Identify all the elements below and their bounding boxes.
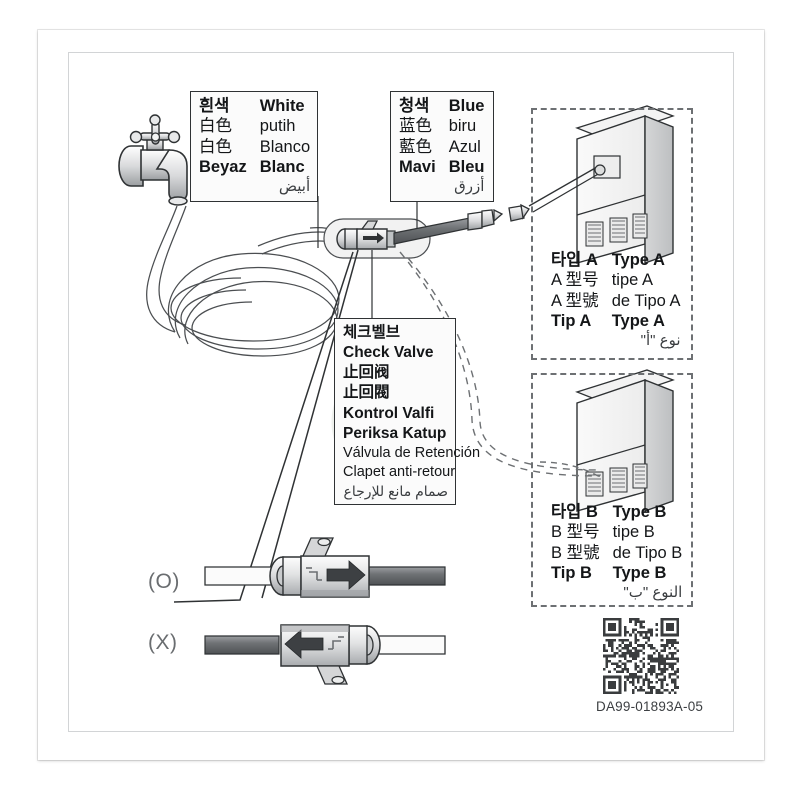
blue-row: 蓝色 biru (399, 117, 484, 137)
type-b-row: 타입 B Type B (551, 503, 682, 523)
white-term-latin: White (259, 97, 305, 115)
white-term-arabic: أبيض (278, 178, 311, 196)
blue-term-native: 蓝色 (399, 117, 432, 136)
type-a-row: A 型号 tipe A (551, 271, 681, 291)
white-row: Beyaz Blanc (199, 158, 310, 178)
white-row-arabic: أبيض (199, 178, 310, 197)
white-row: 白色 putih (199, 117, 310, 137)
type-a-term-arabic: نوع "أ" (640, 332, 681, 350)
type-a-term-latin: tipe A (611, 271, 653, 290)
check-valve-term: Kontrol Valfi (343, 404, 435, 422)
type-b-term-native: 타입 B (551, 503, 598, 521)
orientation-incorrect-label: (X) (148, 631, 178, 654)
white-term-latin: Blanco (259, 137, 311, 156)
type-a-term-native: A 型号 (551, 271, 599, 290)
type-a-term-native: Tip A (551, 311, 592, 330)
check-valve-term: Clapet anti-retour (343, 463, 456, 480)
type-a-term-native: A 型號 (551, 291, 599, 310)
type-b-term-native: Tip B (551, 563, 592, 582)
type-b-row: Tip B Type B (551, 564, 682, 584)
type-b-row-arabic: النوع "ب" (551, 584, 682, 603)
blue-row: 청색 Blue (399, 97, 484, 117)
type-a-term-latin: Type A (611, 311, 665, 330)
type-a-row: A 型號 de Tipo A (551, 292, 681, 312)
type-b-term-latin: de Tipo B (612, 543, 683, 562)
type-a-term-latin: de Tipo A (611, 291, 681, 310)
blue-row-arabic: أزرق (399, 178, 484, 197)
blue-term-latin: biru (448, 117, 477, 136)
group-type-a: 타입 A Type A A 型号 tipe A A 型號 de Tipo A Tip A Ty… (531, 108, 693, 360)
blue-row: 藍色 Azul (399, 138, 484, 158)
white-term-latin: Blanc (259, 157, 305, 176)
label-inner-frame (68, 52, 734, 732)
type-b-term-latin: tipe B (612, 523, 655, 542)
group-type-b: 타입 B Type B B 型号 tipe B B 型號 de Tipo B Tip B Ty… (531, 373, 693, 607)
type-a-term-latin: Type A (611, 251, 665, 269)
blue-row: Mavi Bleu (399, 158, 484, 178)
check-valve-term: 체크벨브 (343, 324, 401, 341)
part-number: DA99-01893A-05 (596, 699, 704, 714)
blue-term-native: 藍色 (399, 137, 432, 156)
blue-term-latin: Blue (448, 97, 485, 115)
type-a-lang-table: 타입 A Type A A 型号 tipe A A 型號 de Tipo A Tip A Ty… (551, 251, 681, 351)
check-valve-term: Válvula de Retención (343, 444, 481, 461)
type-b-term-native: B 型号 (551, 523, 600, 542)
check-valve-term: 止回阀 (343, 364, 390, 382)
type-b-row: B 型號 de Tipo B (551, 544, 682, 564)
type-b-term-latin: Type B (612, 563, 667, 582)
white-term-native: Beyaz (199, 157, 247, 176)
check-valve-term-arabic: صمام مانع للإرجاع (343, 482, 448, 499)
blue-term-native: 청색 (399, 97, 430, 115)
type-a-term-native: 타입 A (551, 251, 598, 269)
check-valve-term: Periksa Katup (343, 424, 447, 442)
white-term-native: 白色 (199, 137, 232, 156)
white-row: 흰색 White (199, 97, 310, 117)
white-row: 白色 Blanco (199, 138, 310, 158)
type-a-row-arabic: نوع "أ" (551, 332, 681, 351)
blue-term-arabic: أزرق (454, 178, 485, 196)
qr-code (603, 618, 679, 694)
blue-term-native: Mavi (399, 157, 436, 176)
blue-term-latin: Azul (448, 137, 481, 156)
white-term-native: 흰색 (199, 97, 230, 115)
type-b-term-latin: Type B (612, 503, 667, 521)
check-valve-term: 止回閥 (343, 384, 390, 402)
check-valve-term: Check Valve (343, 344, 434, 362)
orientation-correct-label: (O) (148, 570, 180, 593)
type-b-term-native: B 型號 (551, 543, 600, 562)
type-a-row: 타입 A Type A (551, 251, 681, 271)
white-term-latin: putih (259, 117, 296, 136)
blue-term-latin: Bleu (448, 157, 485, 176)
white-term-native: 白色 (199, 117, 232, 136)
type-b-term-arabic: النوع "ب" (623, 584, 683, 602)
type-a-row: Tip A Type A (551, 312, 681, 332)
type-b-lang-table: 타입 B Type B B 型号 tipe B B 型號 de Tipo B Tip B Ty… (551, 503, 682, 603)
type-b-row: B 型号 tipe B (551, 523, 682, 543)
